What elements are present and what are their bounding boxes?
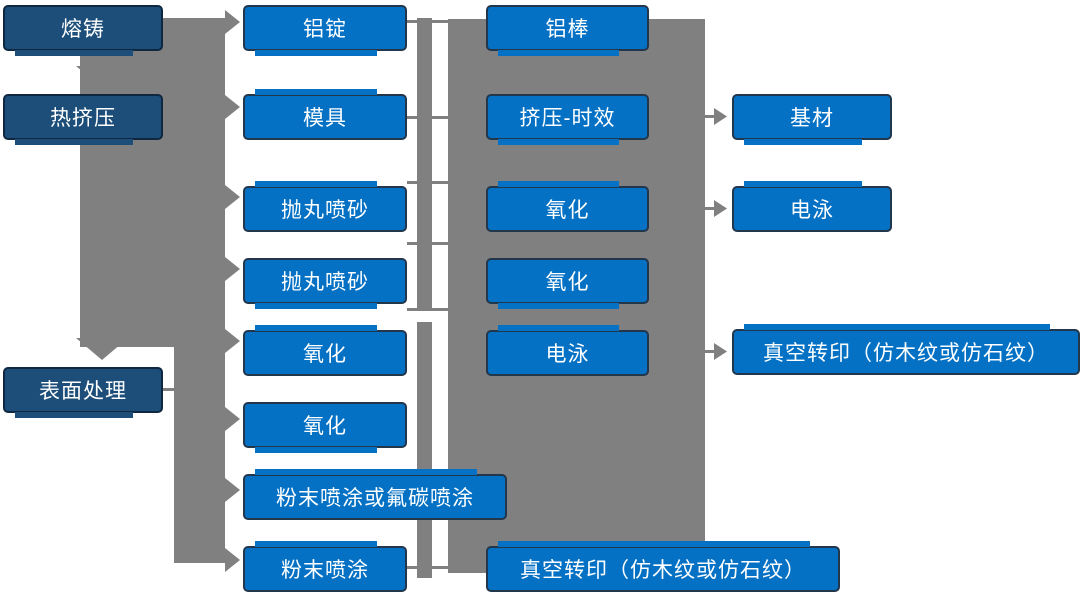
connector-trunk-lower — [174, 347, 225, 563]
node-aluminum-rod: 铝棒 — [486, 5, 649, 56]
node-powder-or-fluorocarbon-coating: 粉末喷涂或氟碳喷涂 — [243, 469, 507, 520]
node-label: 基材 — [790, 107, 834, 130]
link-blasting-oxidation — [407, 181, 448, 184]
connector-midbar-bottom — [417, 322, 432, 578]
node-vacuum-transfer-right: 真空转印（仿木纹或仿石纹） — [732, 324, 1080, 375]
arrow-to-mold-icon — [225, 95, 240, 119]
node-label: 熔铸 — [61, 18, 105, 41]
node-aluminum-ingot: 铝锭 — [243, 5, 407, 56]
node-label: 挤压-时效 — [519, 107, 616, 130]
arrow-to-electrophoresis-icon — [714, 200, 727, 217]
node-hot-extrusion: 热挤压 — [3, 94, 163, 145]
node-oxidation-2: 氧化 — [243, 402, 407, 453]
link-oxidation-electrophoresis — [407, 308, 448, 311]
link-ingot-rod — [407, 20, 448, 23]
node-melting-casting: 熔铸 — [3, 5, 163, 56]
node-base-material: 基材 — [732, 94, 892, 145]
node-label: 铝棒 — [545, 18, 590, 41]
node-label: 氧化 — [303, 415, 347, 438]
node-label: 粉末喷涂或氟碳喷涂 — [276, 487, 474, 510]
arrow-down-extrusion-to-surface-icon — [76, 338, 128, 360]
node-label: 抛丸喷砂 — [281, 271, 369, 294]
node-label: 表面处理 — [39, 380, 127, 403]
link-mold-extrusion — [407, 116, 448, 119]
shaft-to-base-material — [703, 115, 715, 118]
node-label: 粉末喷涂 — [281, 559, 369, 582]
node-oxidation-3: 氧化 — [486, 181, 649, 232]
arrow-to-vacuum-transfer-icon — [714, 343, 727, 360]
node-label: 铝锭 — [303, 18, 347, 41]
node-label: 抛丸喷砂 — [281, 199, 369, 222]
arrow-to-oxidation-2-icon — [225, 407, 240, 431]
arrow-to-shot-blasting-1-icon — [225, 185, 240, 209]
link-surface-treatment-trunk — [163, 388, 176, 391]
arrow-to-oxidation-1-icon — [225, 329, 240, 353]
node-electrophoresis-2: 电泳 — [732, 181, 892, 232]
node-shot-blasting-1: 抛丸喷砂 — [243, 181, 407, 232]
node-mold: 模具 — [243, 89, 407, 140]
node-electrophoresis-1: 电泳 — [486, 325, 649, 376]
link-blasting2-oxidation2 — [407, 242, 448, 245]
node-powder-coating: 粉末喷涂 — [243, 541, 407, 592]
shaft-to-electrophoresis — [703, 207, 715, 210]
arrow-to-aluminum-ingot-icon — [225, 10, 240, 34]
node-shot-blasting-2: 抛丸喷砂 — [243, 258, 407, 309]
link-powder-vacuum-transfer — [407, 566, 487, 569]
arrow-to-base-material-icon — [714, 108, 727, 125]
arrow-to-shot-blasting-2-icon — [225, 257, 240, 281]
node-label: 真空转印（仿木纹或仿石纹） — [520, 559, 806, 582]
node-extrusion-aging: 挤压-时效 — [486, 94, 649, 145]
node-label: 真空转印（仿木纹或仿石纹） — [763, 342, 1049, 365]
node-oxidation-1: 氧化 — [243, 325, 407, 376]
node-label: 电泳 — [790, 199, 834, 222]
arrow-to-powder-coating-icon — [225, 548, 240, 572]
shaft-to-vacuum-transfer — [703, 350, 715, 353]
node-label: 氧化 — [545, 271, 590, 294]
node-label: 热挤压 — [50, 107, 116, 130]
node-surface-treatment: 表面处理 — [3, 367, 163, 418]
node-label: 氧化 — [303, 343, 347, 366]
node-vacuum-transfer-bottom: 真空转印（仿木纹或仿石纹） — [486, 541, 840, 592]
node-label: 氧化 — [545, 199, 590, 222]
node-oxidation-4: 氧化 — [486, 258, 649, 309]
node-label: 电泳 — [545, 343, 590, 366]
node-label: 模具 — [303, 107, 347, 130]
arrow-to-powder-fluorocarbon-icon — [225, 478, 240, 502]
connector-midbar-top — [417, 18, 432, 310]
